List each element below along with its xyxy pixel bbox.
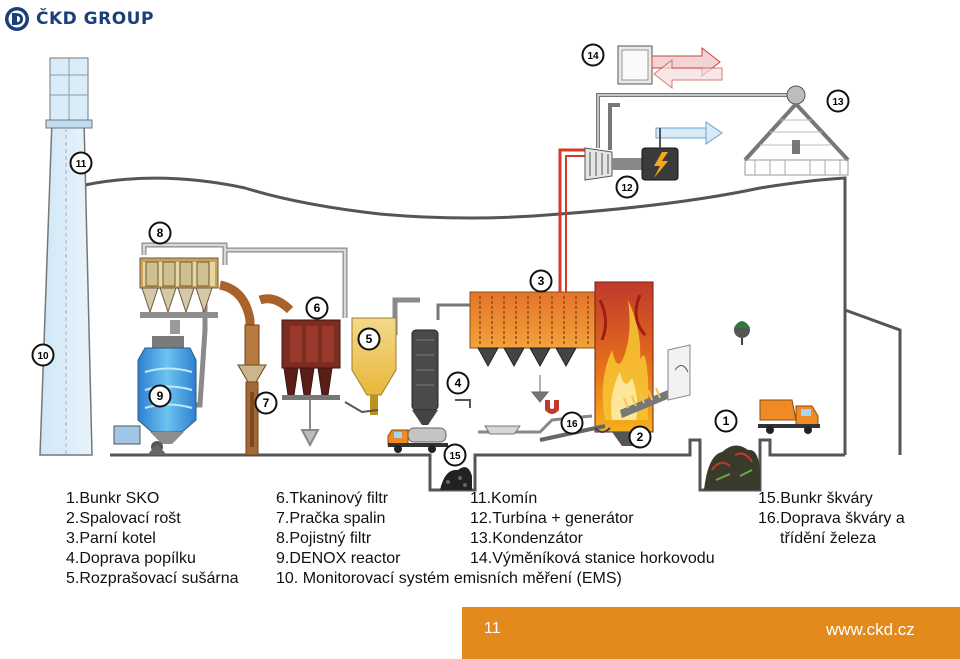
legend-column-2: 6.Tkaninový filtr 7.Pračka spalin 8.Poji… <box>276 489 622 589</box>
legend-item: 3.Parní kotel <box>66 530 156 547</box>
callout-label: 8 <box>157 226 164 240</box>
safety-filter <box>139 257 219 334</box>
callout-marker-8: 8 <box>148 221 172 245</box>
legend-column-4: 15.Bunkr škváry 16.Doprava škváry a tříd… <box>758 489 905 549</box>
legend-item: 15.Bunkr škváry <box>758 490 873 507</box>
brand-name: ČKD GROUP <box>36 9 154 29</box>
legend-item: 6.Tkaninový filtr <box>276 490 389 507</box>
ems-unit <box>113 425 167 455</box>
callout-marker-16: 16 <box>560 411 584 435</box>
legend-item: 12.Turbína + generátor <box>470 510 634 527</box>
furnace <box>594 281 691 446</box>
callout-marker-10: 10 <box>31 343 55 367</box>
legend-column-1: 1.Bunkr SKO 2.Spalovací rošt 3.Parní kot… <box>66 489 239 589</box>
waste-bunker <box>704 321 760 490</box>
callout-marker-9: 9 <box>148 384 172 408</box>
callout-marker-11: 11 <box>69 151 93 175</box>
ash-truck <box>387 427 448 453</box>
steam-line <box>558 148 585 292</box>
callout-label: 14 <box>587 51 599 62</box>
page-number: 11 <box>484 620 501 637</box>
legend-column-3: 11.Komín 12.Turbína + generátor 13.Konde… <box>470 489 715 569</box>
chimney <box>39 57 93 456</box>
callout-label: 2 <box>637 430 644 444</box>
brand-logo: ČKD GROUP <box>4 6 154 32</box>
callout-label: 10 <box>37 351 49 362</box>
slag-conveyor <box>478 400 611 442</box>
website-link[interactable]: www.ckd.cz <box>826 620 915 639</box>
callout-label: 9 <box>157 389 164 403</box>
steam-boiler <box>469 291 596 403</box>
callout-marker-1: 1 <box>714 409 738 433</box>
legend-item: 7.Pračka spalin <box>276 510 386 527</box>
building-outline <box>84 176 847 455</box>
callout-label: 15 <box>449 451 461 462</box>
callout-marker-3: 3 <box>529 269 553 293</box>
callout-marker-2: 2 <box>628 425 652 449</box>
footer-bar <box>462 607 960 659</box>
callout-marker-5: 5 <box>357 327 381 351</box>
turbine-generator <box>584 147 679 181</box>
callout-label: 5 <box>366 332 373 346</box>
legend-item: 13.Kondenzátor <box>470 530 583 547</box>
air-condenser <box>743 85 850 176</box>
power-output-arrow <box>655 121 723 148</box>
callout-label: 13 <box>832 97 844 108</box>
callout-marker-15: 15 <box>443 443 467 467</box>
callout-label: 12 <box>621 183 633 194</box>
callout-label: 6 <box>314 301 321 315</box>
legend-item: 11.Komín <box>470 490 538 507</box>
legend-item: 14.Výměníková stanice horkovodu <box>470 550 715 567</box>
callout-label: 16 <box>566 419 578 430</box>
garbage-truck <box>758 399 820 434</box>
condensate-pipes <box>596 93 795 150</box>
legend-item: 10. Monitorovací systém emisních měření … <box>276 570 622 587</box>
callout-marker-6: 6 <box>305 296 329 320</box>
legend-item: 4.Doprava popílku <box>66 550 196 567</box>
callout-marker-7: 7 <box>254 391 278 415</box>
ckd-logo-icon <box>5 7 29 31</box>
callout-label: 1 <box>723 414 730 428</box>
slag-bunker <box>440 467 472 490</box>
ground-line <box>110 438 845 492</box>
fabric-filter <box>281 319 341 448</box>
legend-item: 9.DENOX reactor <box>276 550 401 567</box>
legend-item: 5.Rozprašovací sušárna <box>66 570 239 587</box>
heat-exchanger <box>617 45 723 90</box>
legend-item: 2.Spalovací rošt <box>66 510 181 527</box>
legend-item: 1.Bunkr SKO <box>66 490 160 507</box>
callout-label: 7 <box>263 396 270 410</box>
legend-item: 8.Pojistný filtr <box>276 530 372 547</box>
callout-marker-14: 14 <box>581 43 605 67</box>
wet-scrubber <box>237 324 267 456</box>
legend-item: 16.Doprava škváry a <box>758 510 905 527</box>
callout-label: 11 <box>76 159 87 170</box>
callout-marker-4: 4 <box>446 371 470 395</box>
legend-item: třídění železa <box>780 530 877 547</box>
callout-label: 3 <box>538 274 545 288</box>
callout-marker-12: 12 <box>615 175 639 199</box>
callout-marker-13: 13 <box>826 89 850 113</box>
callout-label: 4 <box>455 376 462 390</box>
